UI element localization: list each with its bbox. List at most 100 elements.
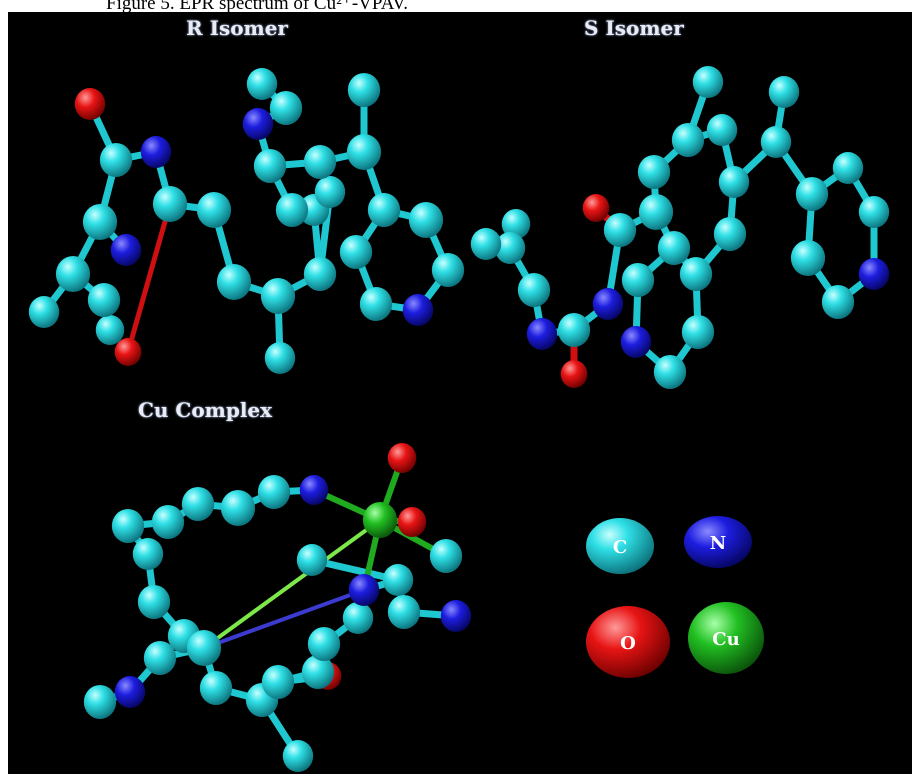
s-isomer-molecule — [470, 66, 890, 389]
atom-c — [28, 296, 60, 328]
atom-n — [140, 136, 172, 168]
atom-c — [638, 194, 674, 230]
atom-c — [821, 285, 855, 319]
atom-c — [382, 564, 414, 596]
atom-c — [501, 209, 531, 239]
atom-c — [137, 585, 171, 619]
atom-c — [199, 671, 233, 705]
atom-c — [83, 685, 117, 719]
atom-c — [408, 202, 444, 238]
atom-n — [348, 574, 380, 606]
atom-c — [55, 256, 91, 292]
atom-o — [560, 360, 588, 388]
atom-c — [494, 232, 526, 264]
atom-c — [768, 76, 800, 108]
atom-c — [314, 176, 346, 208]
atom-c — [296, 544, 328, 576]
legend-label: O — [620, 633, 636, 654]
cu-complex-molecule — [83, 443, 472, 772]
atom-c — [275, 193, 309, 227]
atom-c — [303, 257, 337, 291]
atom-c — [253, 149, 287, 183]
atom-c — [82, 204, 118, 240]
atom-c — [220, 490, 256, 526]
atom-c — [760, 126, 792, 158]
cu-complex-title: Cu Complex — [138, 398, 273, 422]
atom-c — [346, 134, 382, 170]
atom-c — [196, 192, 232, 228]
atom-n — [114, 676, 146, 708]
atom-c — [517, 273, 551, 307]
atom-c — [347, 73, 381, 107]
molecule-diagram: C N O Cu — [28, 66, 890, 772]
atom-n — [858, 258, 890, 290]
atom-c — [367, 193, 401, 227]
s-isomer-title: S Isomer — [584, 16, 684, 40]
r-isomer-title: R Isomer — [186, 16, 288, 40]
legend-item-cu: Cu — [688, 602, 764, 674]
atom-c — [181, 487, 215, 521]
atom-c — [111, 509, 145, 543]
atom-n — [242, 108, 274, 140]
atom-c — [387, 595, 421, 629]
atom-c — [282, 740, 314, 772]
atom-c — [621, 263, 655, 297]
atom-c — [671, 123, 705, 157]
atom-c — [301, 655, 335, 689]
atom-c — [260, 278, 296, 314]
atom-c — [706, 114, 738, 146]
atom-n — [299, 475, 329, 505]
atom-c — [132, 538, 164, 570]
atom-c — [470, 228, 502, 260]
atom-c — [657, 231, 691, 265]
atom-c — [339, 235, 373, 269]
atom-n — [440, 600, 472, 632]
atom-c — [99, 143, 133, 177]
atom-c — [143, 641, 177, 675]
element-legend: C N O Cu — [586, 516, 764, 678]
atom-c — [216, 264, 252, 300]
atom-c — [858, 196, 890, 228]
atom-c — [637, 155, 671, 189]
atom-c — [186, 630, 222, 666]
atom-c — [151, 505, 185, 539]
r-isomer-molecule — [28, 68, 465, 374]
legend-swatch — [586, 518, 654, 574]
legend-swatch — [684, 516, 752, 568]
legend-label: C — [613, 537, 627, 558]
atom-n — [402, 294, 434, 326]
atom-c — [679, 257, 713, 291]
atom-c — [269, 91, 303, 125]
atom-c — [246, 68, 278, 100]
atom-o — [387, 443, 417, 473]
legend-item-c: C — [586, 518, 654, 574]
atom-c — [359, 287, 393, 321]
atom-o — [74, 88, 106, 120]
atom-c — [832, 152, 864, 184]
atom-c — [795, 177, 829, 211]
atom-c — [713, 217, 747, 251]
atom-c — [257, 475, 291, 509]
figure-caption: Figure 5. EPR spectrum of Cu²⁺-VPAV. — [106, 0, 408, 14]
atom-n — [526, 318, 558, 350]
legend-swatch — [586, 606, 670, 678]
atom-c — [303, 145, 337, 179]
atom-c — [653, 355, 687, 389]
atom-c — [557, 313, 591, 347]
atom-cu — [362, 502, 398, 538]
atom-c — [261, 665, 295, 699]
atom-n — [592, 288, 624, 320]
legend-item-o: O — [586, 606, 670, 678]
atom-c — [431, 253, 465, 287]
legend-swatch — [688, 602, 764, 674]
atom-c — [264, 342, 296, 374]
legend-label: Cu — [712, 629, 739, 650]
atom-c — [152, 186, 188, 222]
atom-c — [429, 539, 463, 573]
legend-label: N — [710, 533, 726, 554]
atom-c — [692, 66, 724, 98]
molecule-panel: C N O Cu R Isomer S Isomer Cu Complex — [8, 12, 912, 774]
atom-c — [95, 315, 125, 345]
atom-c — [790, 240, 826, 276]
